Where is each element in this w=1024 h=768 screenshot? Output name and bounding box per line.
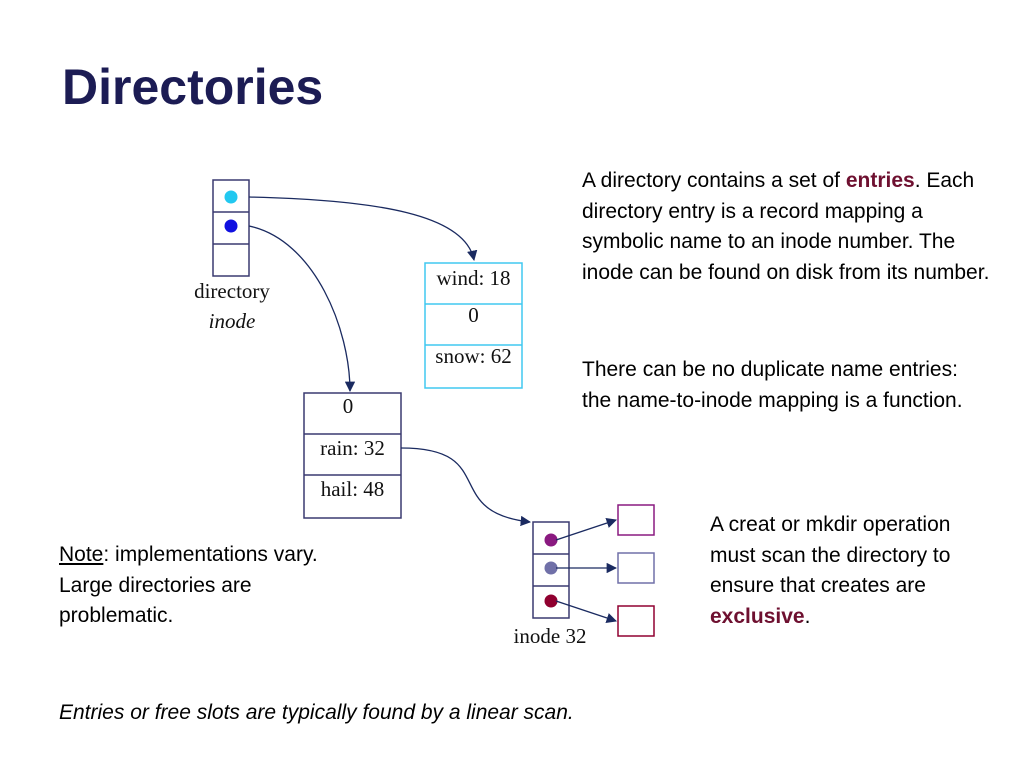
inode-pointer-dot-1 (544, 533, 558, 547)
directory-pointer-dot-1 (224, 190, 238, 204)
paragraph-entries-text-2: . Each directory entry is a record mappi… (582, 169, 990, 284)
data-block-3 (617, 605, 655, 637)
inode-32-box (532, 521, 570, 619)
inode-32-label: inode 32 (513, 624, 587, 648)
slide-title: Directories (62, 59, 324, 115)
inode-pointer-dot-3 (544, 594, 558, 608)
directory-block-a (424, 262, 523, 389)
inode-pointer-dot-2 (544, 561, 558, 575)
directory-label-inode: inode (208, 309, 256, 333)
entries-emphasis: entries (845, 169, 915, 192)
arrow-rain-to-inode32 (400, 447, 532, 527)
note-text: : implementations vary. Large directorie… (59, 543, 318, 627)
exclusive-emphasis: exclusive (710, 604, 805, 628)
paragraph-entries: A directory contains a set of entries. E… (582, 166, 1002, 288)
directory-label: directory (194, 279, 270, 303)
arrow-inode-to-block-3 (555, 600, 617, 623)
directory-block-b (303, 392, 402, 519)
block-b-entry-1: 0 (342, 394, 354, 418)
data-block-1 (617, 504, 655, 536)
block-a-entry-3: snow: 62 (435, 344, 512, 368)
block-a-entry-1: wind: 18 (436, 266, 511, 290)
footer-text: Entries or free slots are typically foun… (59, 701, 574, 724)
note-paragraph: Note: implementations vary. Large direct… (59, 540, 329, 632)
directory-inode-box (212, 179, 250, 277)
paragraph-creat-text-1: A creat or mkdir operation must scan the… (710, 513, 951, 597)
arrow-dir-to-block-a (248, 196, 478, 262)
data-block-2 (617, 552, 655, 584)
paragraph-duplicates: There can be no duplicate name entries: … (582, 358, 963, 412)
note-label: Note (59, 543, 104, 566)
arrow-inode-to-block-1 (555, 518, 617, 541)
arrow-dir-to-block-b (248, 225, 356, 393)
directory-pointer-dot-2 (224, 219, 238, 233)
block-b-entry-2: rain: 32 (320, 436, 385, 460)
block-a-entry-2: 0 (468, 303, 479, 327)
paragraph-creat-text-2: . (804, 604, 811, 628)
block-b-entry-3: hail: 48 (320, 477, 385, 501)
paragraph-creat: A creat or mkdir operation must scan the… (710, 510, 1000, 632)
paragraph-entries-text-1: A directory contains a set of (582, 169, 846, 192)
